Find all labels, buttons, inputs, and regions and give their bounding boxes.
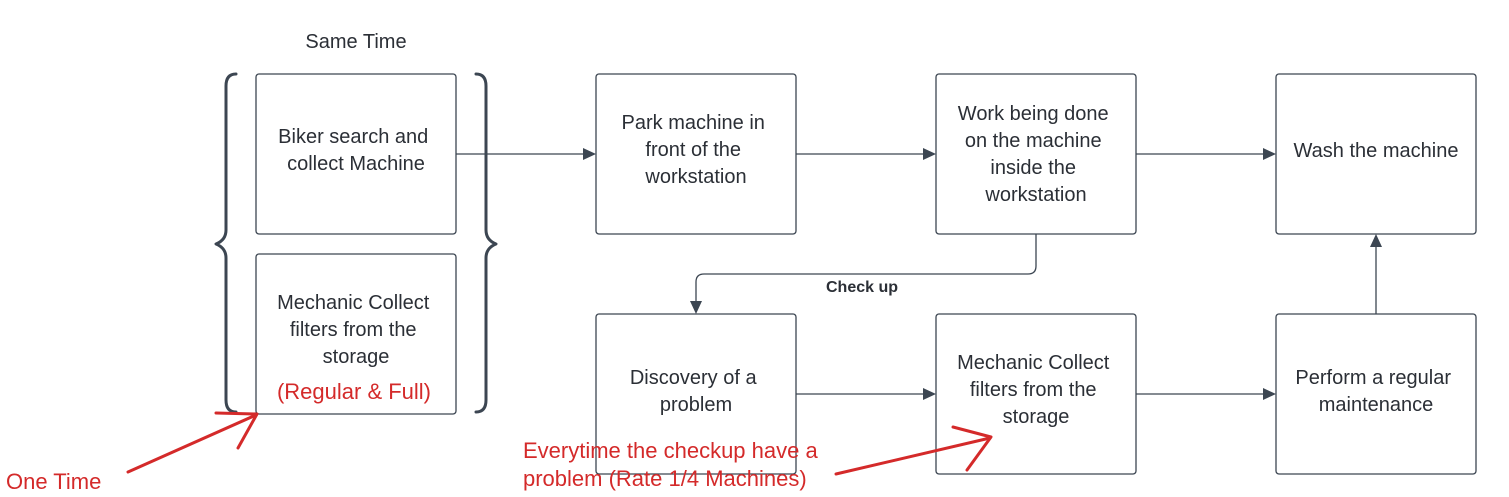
node-line: inside the (990, 157, 1076, 179)
edge-work-to-discovery (690, 234, 1037, 314)
edge-discovery-to-mechanic (796, 388, 936, 400)
node-perform-maintenance[interactable]: Perform a regular maintenance (1275, 313, 1477, 475)
node-line: Work being done (958, 103, 1109, 125)
regular-full-note: (Regular & Full) (277, 379, 431, 404)
node-line: collect Machine (287, 153, 425, 175)
node-line: workstation (984, 184, 1086, 206)
edge-mechanic-to-maintenance (1136, 388, 1276, 400)
node-mechanic-collect-bottom[interactable]: Mechanic Collect filters from the storag… (935, 313, 1137, 475)
node-line: filters from the (290, 319, 417, 341)
node-line: on the machine (965, 130, 1102, 152)
svg-text:Discovery of a problem: Discovery of a problem (630, 367, 762, 416)
node-mechanic-collect-top[interactable]: Mechanic Collect filters from the storag… (255, 253, 457, 415)
right-curly-brace (474, 72, 498, 414)
node-line: Mechanic Collect (957, 352, 1110, 374)
node-wash-machine[interactable]: Wash the machine (1275, 73, 1477, 235)
node-line: workstation (644, 166, 746, 188)
annotation-line: problem (Rate 1/4 Machines) (523, 466, 807, 491)
svg-text:Mechanic Collect filters: Mechanic Collect filters from the storag… (277, 292, 435, 368)
node-line: Discovery of a (630, 367, 758, 389)
edge-work-to-wash (1136, 148, 1276, 160)
node-park-machine[interactable]: Park machine in front of the workstation (595, 73, 797, 235)
node-line: storage (1003, 406, 1070, 428)
node-discovery-problem[interactable]: Discovery of a problem (595, 313, 797, 475)
node-line: Park machine in (622, 112, 765, 134)
node-line: Biker search and (278, 126, 428, 148)
svg-text:Perform a regular mainte: Perform a regular maintenance (1295, 367, 1456, 416)
one-time-arrow (126, 411, 259, 474)
edge-park-to-work (796, 148, 936, 160)
svg-text:Work being done on the m: Work being done on the machine inside th… (958, 103, 1114, 206)
edge-maintenance-to-wash (1370, 234, 1382, 314)
node-line: problem (660, 394, 732, 416)
node-line: Perform a regular (1295, 367, 1451, 389)
everytime-arrow (834, 425, 993, 476)
node-line: Mechanic Collect (277, 292, 430, 314)
node-line: Wash the machine (1294, 140, 1459, 162)
node-biker-search[interactable]: Biker search and collect Machine (255, 73, 457, 235)
checkup-edge-label: Check up (826, 279, 898, 296)
same-time-label: Same Time (305, 31, 406, 53)
svg-text:Mechanic Collect filters: Mechanic Collect filters from the storag… (957, 352, 1115, 428)
node-work-being-done[interactable]: Work being done on the machine inside th… (935, 73, 1137, 235)
everytime-annotation: Everytime the checkup have a problem (Ra… (523, 438, 824, 491)
svg-text:Biker search and collect: Biker search and collect Machine (278, 126, 434, 175)
left-curly-brace (214, 72, 238, 414)
node-line: maintenance (1319, 394, 1434, 416)
node-line: filters from the (970, 379, 1097, 401)
node-line: storage (323, 346, 390, 368)
svg-text:Wash the machine: Wash the machine (1294, 140, 1459, 162)
svg-text:Park machine in front of: Park machine in front of the workstation (622, 112, 771, 188)
edge-biker-to-park (456, 148, 596, 160)
node-line: front of the (645, 139, 741, 161)
one-time-annotation: One Time (6, 469, 101, 494)
annotation-line: Everytime the checkup have a (523, 438, 818, 463)
